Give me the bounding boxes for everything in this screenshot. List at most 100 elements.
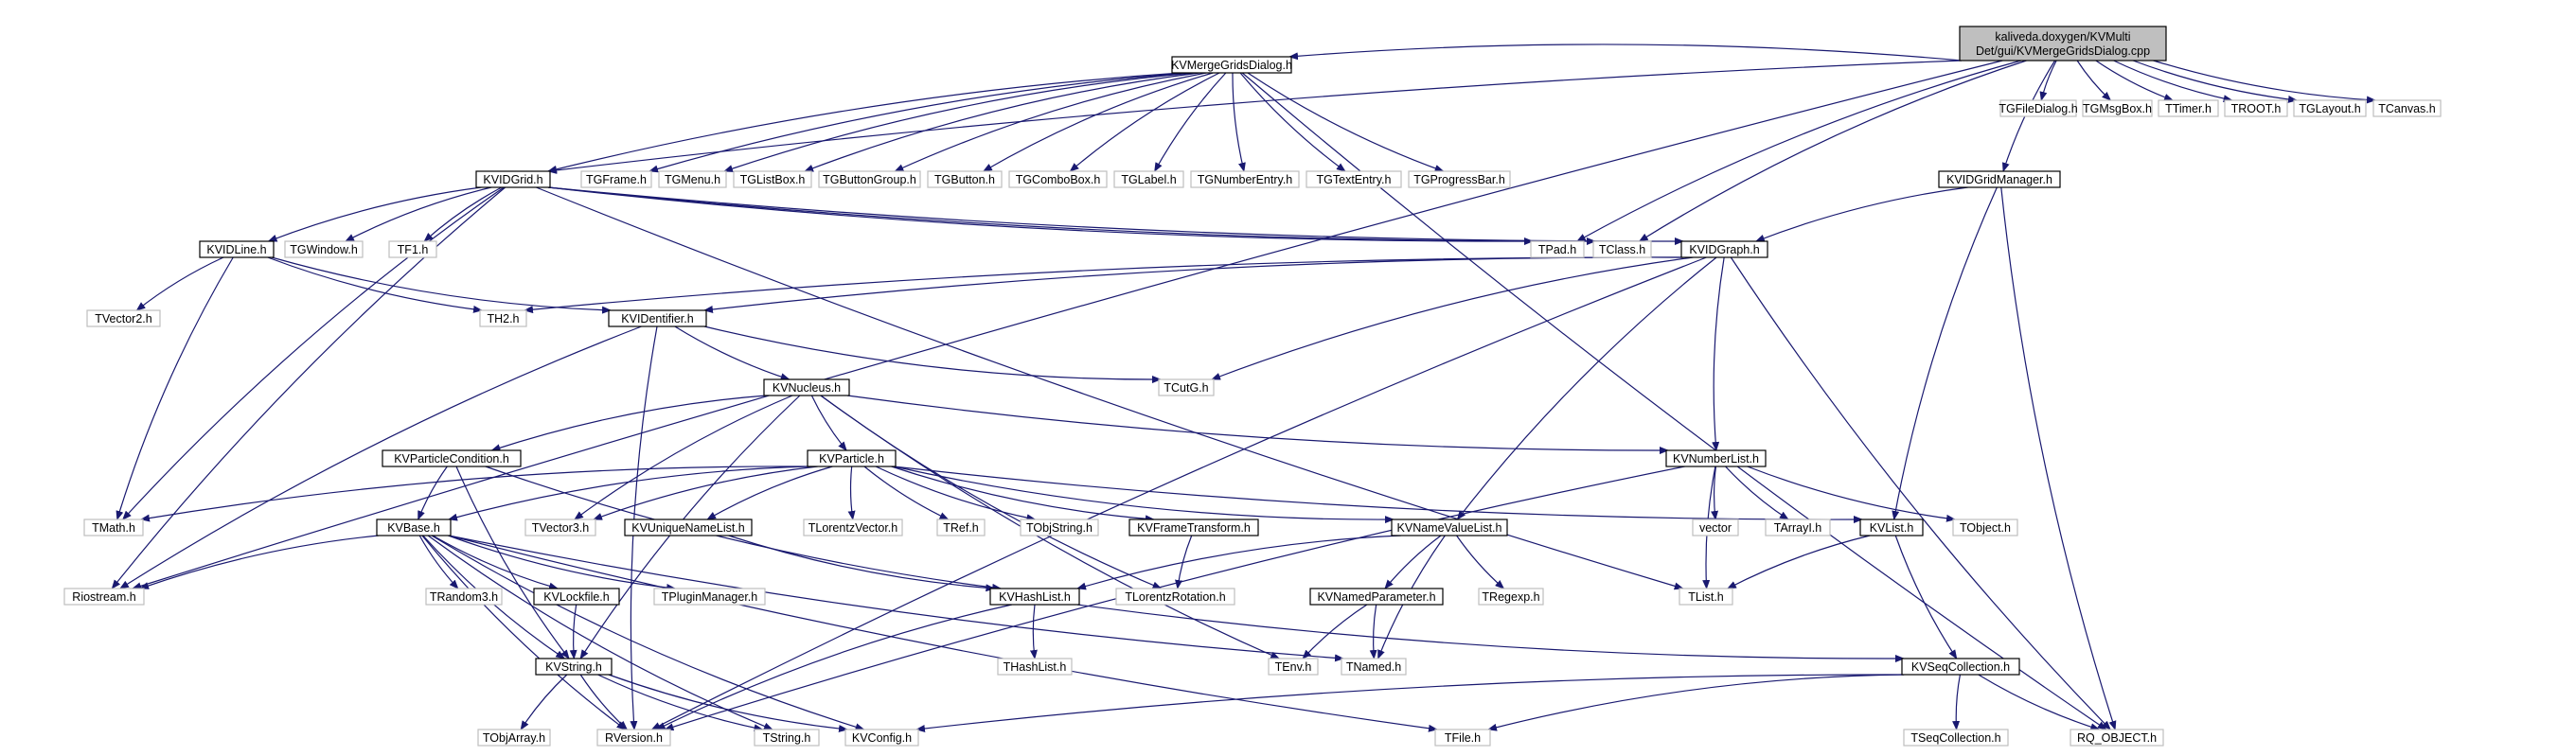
- node-label: KVNumberList.h: [1673, 452, 1759, 466]
- edge-root-to-tcanvas-h: [2153, 60, 2376, 104]
- node-kvidentifier-h[interactable]: KVIDentifier.h: [608, 309, 707, 327]
- edge-kvparticlecondition-h-to-kvhashlist-h: [485, 466, 1003, 591]
- node-kvlist-h[interactable]: KVList.h: [1859, 519, 1924, 536]
- node-box: [1901, 658, 2020, 676]
- node-box: [936, 519, 986, 536]
- node-tglabel-h: TGLabel.h: [1113, 170, 1184, 188]
- node-label: THashList.h: [1004, 660, 1067, 674]
- edge-root-to-troot-h: [2113, 60, 2233, 103]
- node-label: KVHashList.h: [999, 590, 1071, 604]
- node-rversion-h: RVersion.h: [596, 729, 671, 747]
- node-kvidgraph-h[interactable]: KVIDGraph.h: [1680, 240, 1768, 258]
- edge-kvparticle-h-to-tmath-h: [140, 466, 810, 522]
- edge-kvnamedparameter-h-to-tnamed-h: [1369, 604, 1377, 659]
- node-th2-h: TH2.h: [479, 309, 527, 327]
- node-vector: vector: [1692, 519, 1739, 536]
- node-label: TF1.h: [398, 243, 429, 256]
- edge-root-to-tclass-h: [1638, 60, 2027, 242]
- node-kvframetransform-h[interactable]: KVFrameTransform.h: [1128, 519, 1259, 536]
- edge-kvidgrid-h-to-riostream-h: [111, 186, 506, 589]
- node-box: [1128, 519, 1259, 536]
- node-kvidgridmanager-h[interactable]: KVIDGridManager.h: [1938, 170, 2061, 188]
- node-tglayout-h: TGLayout.h: [2293, 99, 2367, 117]
- node-box: [608, 309, 707, 327]
- node-label: TLorentzVector.h: [808, 521, 898, 535]
- edge-kvidline-h-to-tvector2-h: [135, 256, 224, 311]
- node-box: [2293, 99, 2367, 117]
- edge-kvparticle-h-to-kvuniquenamelist-h: [706, 466, 833, 520]
- edge-kvparticle-h-to-kvnamevaluelist-h: [893, 466, 1395, 524]
- node-kvnumberlist-h[interactable]: KVNumberList.h: [1665, 449, 1767, 467]
- node-label: KVIDGridManager.h: [1946, 173, 2052, 186]
- edge-kvnucleus-h-to-tvector3-h: [574, 395, 793, 520]
- node-box: [1530, 240, 1585, 258]
- node-kvhashlist-h[interactable]: KVHashList.h: [989, 588, 1080, 606]
- edge-kvidgrid-h-to-tclass-h: [547, 186, 1596, 246]
- node-label: TGFileDialog.h: [1999, 102, 2077, 115]
- edge-kvbase-h-to-rversion-h: [421, 535, 627, 730]
- node-label: TGProgressBar.h: [1413, 173, 1505, 186]
- node-kvnucleus-h[interactable]: KVNucleus.h: [763, 378, 850, 396]
- node-box: [376, 519, 452, 536]
- edge-kvnucleus-h-to-tlorentzrotation-h: [820, 395, 1163, 589]
- node-kvnamevaluelist-h[interactable]: KVNameValueList.h: [1391, 519, 1508, 536]
- node-kvparticlecondition-h[interactable]: KVParticleCondition.h: [382, 449, 522, 467]
- node-label: kaliveda.doxygen/KVMulti: [1995, 30, 2130, 44]
- node-kvidgrid-h[interactable]: KVIDGrid.h: [475, 170, 551, 188]
- edge-kvstring-h-to-rversion-h: [579, 674, 629, 730]
- node-thashlist-h: THashList.h: [997, 658, 1073, 676]
- node-box: [1158, 378, 1215, 396]
- node-box: [1903, 729, 2009, 747]
- node-box: [1952, 519, 2018, 536]
- node-kvparticle-h[interactable]: KVParticle.h: [807, 449, 897, 467]
- node-tref-h: TRef.h: [936, 519, 986, 536]
- edge-kvnucleus-h-to-kvparticle-h: [810, 395, 847, 451]
- node-label: TString.h: [763, 731, 811, 745]
- edge-kvmergegridsdialog-h-to-tgprogressbar-h: [1247, 72, 1445, 172]
- node-box: [63, 588, 145, 606]
- edge-kvmergegridsdialog-h-to-tglistbox-h: [804, 72, 1200, 172]
- node-kvmergegridsdialog-h[interactable]: KVMergeGridsDialog.h: [1171, 56, 1292, 74]
- node-kvlockfile-h[interactable]: KVLockfile.h: [533, 588, 620, 606]
- node-label: TNamed.h: [1346, 660, 1401, 674]
- edge-kvlist-h-to-kvseqcollection-h: [1894, 535, 1958, 659]
- node-box: [1959, 26, 2167, 62]
- node-box: [2224, 99, 2288, 117]
- edge-root-to-kvmergegridsdialog-h: [1288, 44, 1963, 62]
- node-tobjstring-h: TObjString.h: [1020, 519, 1099, 536]
- node-box: [1592, 240, 1652, 258]
- edge-root-to-tgfiledialog-h: [2039, 60, 2057, 101]
- node-label: KVIDGraph.h: [1689, 243, 1759, 256]
- node-label: TLorentzRotation.h: [1125, 590, 1225, 604]
- edge-kvidgridmanager-h-to-kvlist-h: [1892, 186, 1998, 520]
- node-box: [425, 588, 503, 606]
- node-kvnamedparameter-h[interactable]: KVNamedParameter.h: [1309, 588, 1444, 606]
- node-rq-object-h: RQ_OBJECT.h: [2070, 729, 2164, 747]
- node-kvseqcollection-h[interactable]: KVSeqCollection.h: [1901, 658, 2020, 676]
- node-kvidline-h[interactable]: KVIDLine.h: [199, 240, 275, 258]
- node-label: RQ_OBJECT.h: [2077, 731, 2157, 745]
- node-kvuniquenamelist-h[interactable]: KVUniqueNameList.h: [624, 519, 753, 536]
- node-tvector2-h: TVector2.h: [86, 309, 161, 327]
- edge-kvparticle-h-to-kvframetransform-h: [891, 466, 1155, 523]
- node-kvstring-h[interactable]: KVString.h: [535, 658, 613, 676]
- edge-kvidgrid-h-to-tgwindow-h: [345, 186, 492, 242]
- node-label: TVector3.h: [532, 521, 589, 535]
- node-label: TSeqCollection.h: [1910, 731, 2000, 745]
- edge-kvbase-h-to-kvconfig-h: [431, 535, 865, 731]
- node-box: [763, 378, 850, 396]
- node-label: TMath.h: [92, 521, 135, 535]
- edge-kvstring-h-to-tstring-h: [597, 674, 764, 732]
- node-label: TList.h: [1688, 590, 1724, 604]
- node-label: KVNamedParameter.h: [1317, 590, 1435, 604]
- node-tstring-h: TString.h: [754, 729, 820, 747]
- node-root[interactable]: kaliveda.doxygen/KVMultiDet/gui/KVMergeG…: [1959, 26, 2167, 62]
- node-kvbase-h[interactable]: KVBase.h: [376, 519, 452, 536]
- node-box: [1115, 588, 1235, 606]
- node-label: KVList.h: [1870, 521, 1914, 535]
- node-label: TEnv.h: [1275, 660, 1312, 674]
- node-tlist-h: TList.h: [1679, 588, 1733, 606]
- edge-kvlist-h-to-tlist-h: [1726, 535, 1871, 589]
- node-box: [479, 309, 527, 327]
- node-tgnumberentry-h: TGNumberEntry.h: [1190, 170, 1300, 188]
